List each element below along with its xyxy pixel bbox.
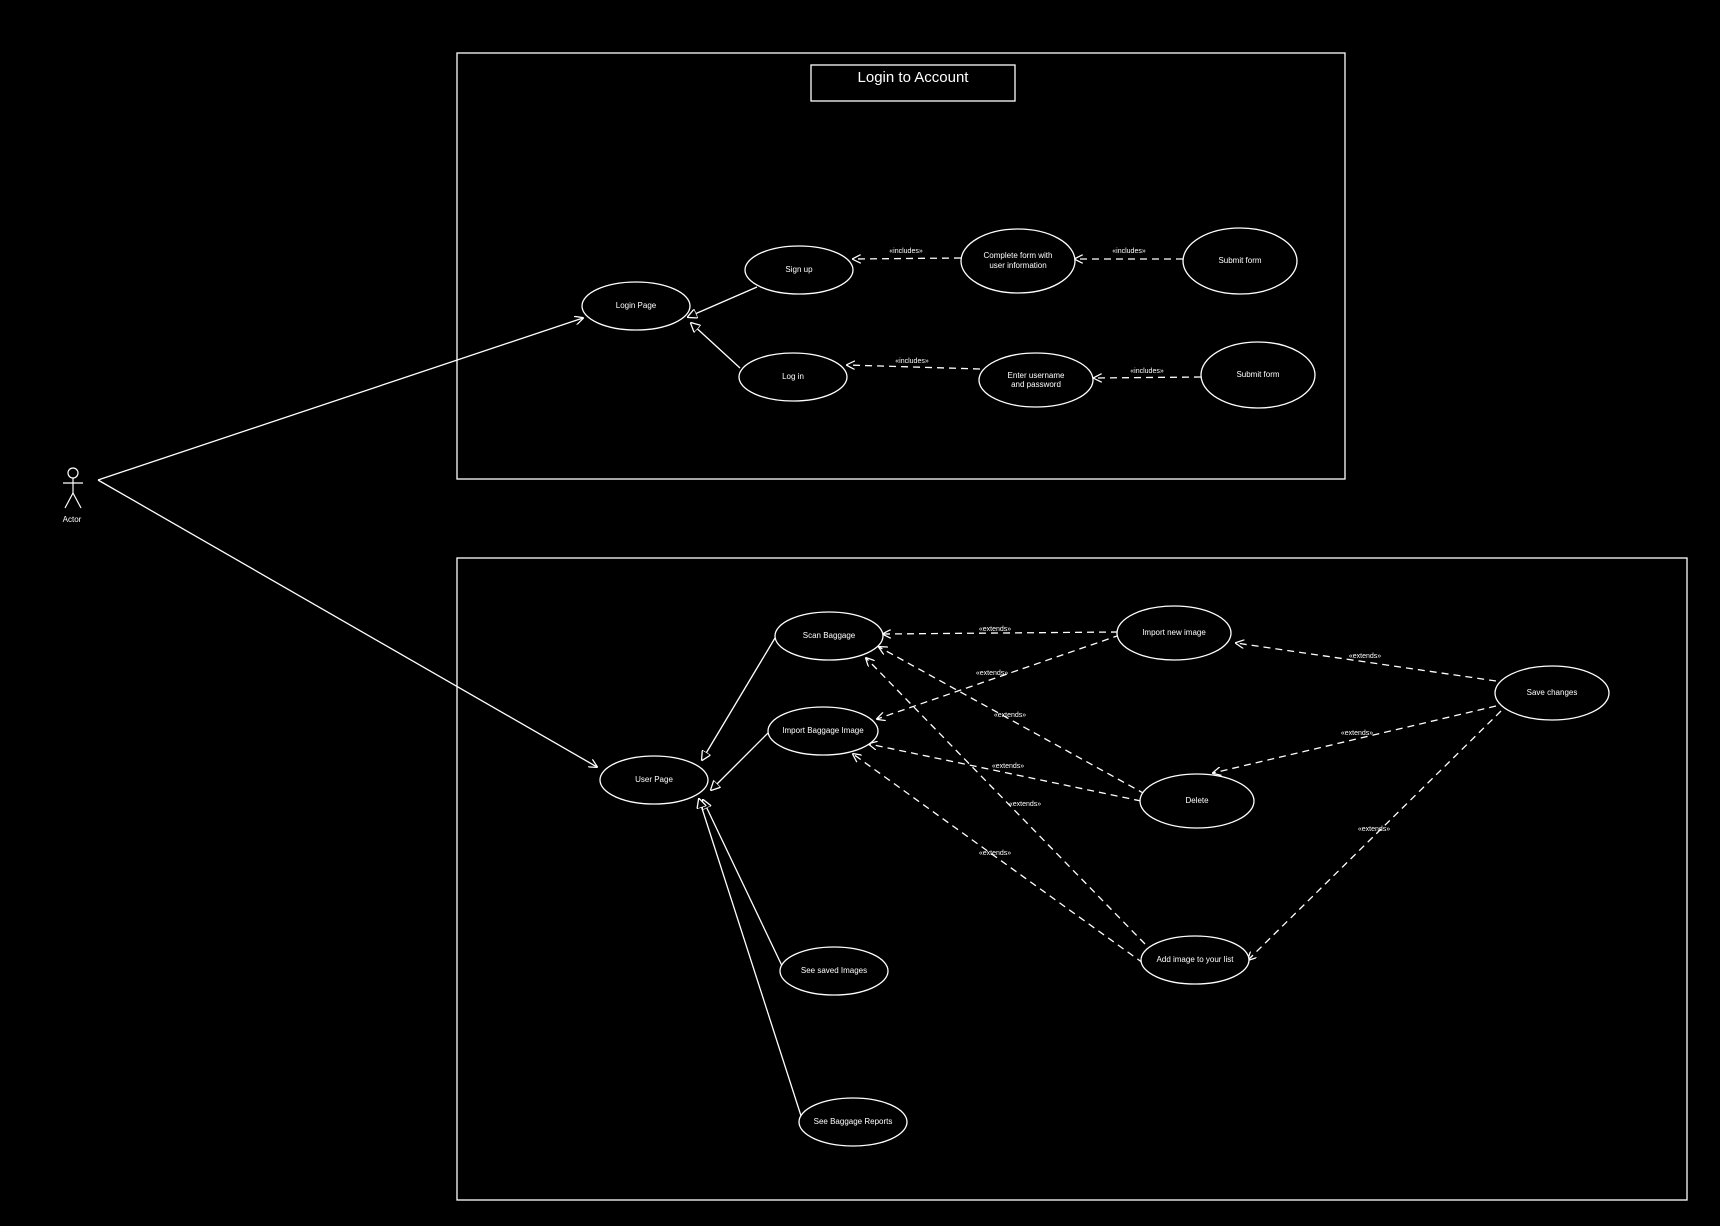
usecase-enter-credentials-label-2: and password xyxy=(1011,380,1061,389)
include-label-2: «includes» xyxy=(1112,248,1146,255)
extend-addlist-scan xyxy=(866,658,1146,945)
usecase-save-changes-label: Save changes xyxy=(1527,688,1578,697)
extend-label-3: «extends» xyxy=(994,712,1026,719)
include-submit-enter-credentials xyxy=(1094,377,1202,378)
usecase-see-saved-images-label: See saved Images xyxy=(801,966,867,975)
usecase-complete-form-label-1: Complete form with xyxy=(984,251,1053,260)
usecase-import-baggage-image-label: Import Baggage Image xyxy=(782,726,864,735)
generalization-login-loginpage xyxy=(691,323,741,369)
usecase-complete-form[interactable] xyxy=(960,228,1076,294)
include-label-1: «includes» xyxy=(889,248,923,255)
extend-save-delete xyxy=(1213,705,1497,773)
extend-label-8: «extends» xyxy=(1341,730,1373,737)
actor-label: Actor xyxy=(63,515,82,524)
extend-label-9: «extends» xyxy=(1358,826,1390,833)
usecase-delete[interactable] xyxy=(1139,773,1255,829)
association-actor-user-page xyxy=(97,479,597,767)
usecase-submit-form-1[interactable] xyxy=(1182,227,1298,295)
usecase-complete-form-label-2: user information xyxy=(989,261,1046,270)
extend-label-5: «extends» xyxy=(1009,801,1041,808)
usecase-see-baggage-reports[interactable] xyxy=(798,1097,908,1147)
usecase-import-baggage-image[interactable] xyxy=(767,706,879,756)
login-frame-title-box xyxy=(810,64,1016,102)
extend-delete-import xyxy=(869,744,1142,802)
login-frame xyxy=(456,52,1346,480)
usecase-submit-form-2[interactable] xyxy=(1200,341,1316,409)
actor-figure xyxy=(63,467,83,509)
usecase-scan-baggage-label: Scan Baggage xyxy=(803,631,856,640)
usecase-sign-up-label: Sign up xyxy=(785,265,813,274)
usecase-scan-baggage[interactable] xyxy=(774,611,884,661)
usecase-add-image-to-list-label: Add image to your list xyxy=(1157,955,1235,964)
usecase-user-page-label: User Page xyxy=(635,775,673,784)
usecase-import-new-image[interactable] xyxy=(1116,605,1232,661)
extend-label-2: «extends» xyxy=(976,670,1008,677)
generalization-reports-userpage xyxy=(699,799,804,1123)
generalization-import-userpage xyxy=(711,730,771,790)
include-enter-credentials-login xyxy=(847,365,981,369)
extend-save-addlist xyxy=(1248,710,1502,960)
generalization-signup-loginpage xyxy=(688,286,758,317)
usecase-login-page-label: Login Page xyxy=(616,301,657,310)
usecase-submit-form-1-label: Submit form xyxy=(1218,256,1261,265)
extend-label-7: «extends» xyxy=(1349,653,1381,660)
association-actor-login-page xyxy=(97,318,583,481)
usecase-enter-credentials-label-1: Enter username xyxy=(1008,371,1065,380)
include-complete-form-signup xyxy=(853,258,962,259)
generalization-scan-userpage xyxy=(702,637,776,760)
usecase-delete-label: Delete xyxy=(1185,796,1209,805)
extend-label-6: «extends» xyxy=(979,850,1011,857)
extend-delete-scan xyxy=(879,647,1146,795)
usecase-log-in-label: Log in xyxy=(782,372,804,381)
extend-importnew-import xyxy=(877,634,1121,719)
usecase-see-baggage-reports-label: See Baggage Reports xyxy=(814,1117,893,1126)
login-frame-title: Login to Account xyxy=(858,69,970,86)
usecase-log-in[interactable] xyxy=(738,352,848,402)
usecase-import-new-image-label: Import new image xyxy=(1142,628,1206,637)
extend-addlist-import xyxy=(853,754,1144,964)
extend-label-1: «extends» xyxy=(979,626,1011,633)
usecase-submit-form-2-label: Submit form xyxy=(1236,370,1279,379)
usecase-login-page[interactable] xyxy=(581,281,691,331)
generalization-saved-userpage xyxy=(703,800,785,971)
usecase-user-page[interactable] xyxy=(599,755,709,805)
extend-label-4: «extends» xyxy=(992,763,1024,770)
usecase-sign-up[interactable] xyxy=(744,245,854,295)
usecase-see-saved-images[interactable] xyxy=(779,946,889,996)
usecase-save-changes[interactable] xyxy=(1494,665,1610,721)
include-label-4: «includes» xyxy=(1130,368,1164,375)
extend-save-importnew xyxy=(1236,643,1497,682)
user-frame xyxy=(456,557,1688,1201)
usecase-add-image-to-list[interactable] xyxy=(1140,935,1250,985)
usecase-enter-credentials[interactable] xyxy=(978,352,1094,408)
include-label-3: «includes» xyxy=(895,358,929,365)
extend-importnew-scan xyxy=(883,632,1119,634)
